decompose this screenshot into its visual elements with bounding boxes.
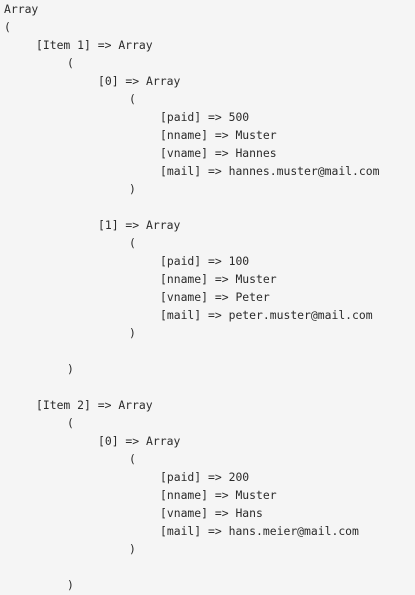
field-row: [mail] => hans.meier@mail.com <box>160 522 359 540</box>
arrow: => <box>208 128 236 142</box>
field-key: [paid] <box>160 110 202 124</box>
field-key: [nname] <box>160 128 209 142</box>
entry-open-paren: ( <box>129 236 136 250</box>
group-type: Array <box>118 398 153 412</box>
entry-type: Array <box>146 434 181 448</box>
field-row: [vname] => Hans <box>160 504 263 522</box>
root-open-paren: ( <box>4 20 11 34</box>
field-row: [nname] => Muster <box>160 486 277 504</box>
entry-open-paren: ( <box>129 92 136 106</box>
arrow: => <box>90 398 119 412</box>
arrow: => <box>201 524 229 538</box>
group-header-item-1: [Item 1] => Array <box>36 36 153 54</box>
field-key: [vname] <box>160 290 209 304</box>
group-key: [Item 1] <box>36 38 91 52</box>
group-key: [Item 2] <box>36 398 91 412</box>
field-value: Peter <box>235 290 270 304</box>
field-key: [paid] <box>160 470 202 484</box>
field-key: [paid] <box>160 254 202 268</box>
entry-header-0: [0] => Array <box>98 432 180 450</box>
arrow: => <box>201 308 229 322</box>
field-key: [nname] <box>160 488 209 502</box>
field-value: 100 <box>228 254 250 268</box>
arrow: => <box>201 254 229 268</box>
group-close-paren: ) <box>67 362 74 376</box>
field-value: 500 <box>228 110 250 124</box>
field-value: Muster <box>235 272 277 286</box>
field-key: [vname] <box>160 506 209 520</box>
field-value: Muster <box>235 488 277 502</box>
group-open-paren: ( <box>67 56 74 70</box>
entry-close-paren: ) <box>129 542 136 556</box>
field-value: Muster <box>235 128 277 142</box>
field-value: peter.muster@mail.com <box>228 308 373 322</box>
field-row: [paid] => 100 <box>160 252 249 270</box>
entry-key: [0] <box>98 434 119 448</box>
field-row: [mail] => peter.muster@mail.com <box>160 306 373 324</box>
field-row: [vname] => Hannes <box>160 144 277 162</box>
field-row: [paid] => 500 <box>160 108 249 126</box>
arrow: => <box>208 146 236 160</box>
arrow: => <box>208 488 236 502</box>
root-label: Array <box>4 2 39 16</box>
arrow: => <box>208 272 236 286</box>
field-key: [mail] <box>160 308 202 322</box>
entry-close-paren: ) <box>129 326 136 340</box>
field-key: [vname] <box>160 146 209 160</box>
group-open-paren: ( <box>67 416 74 430</box>
field-value: Hannes <box>235 146 277 160</box>
entry-key: [0] <box>98 74 119 88</box>
field-value: Hans <box>235 506 263 520</box>
field-row: [vname] => Peter <box>160 288 270 306</box>
field-key: [nname] <box>160 272 209 286</box>
entry-key: [1] <box>98 218 119 232</box>
field-row: [nname] => Muster <box>160 126 277 144</box>
field-row: [paid] => 200 <box>160 468 249 486</box>
entry-header-0: [0] => Array <box>98 72 180 90</box>
group-type: Array <box>118 38 153 52</box>
field-row: [nname] => Muster <box>160 270 277 288</box>
field-row: [mail] => hannes.muster@mail.com <box>160 162 379 180</box>
arrow: => <box>118 218 147 232</box>
field-value: hannes.muster@mail.com <box>228 164 380 178</box>
arrow: => <box>201 164 229 178</box>
field-key: [mail] <box>160 164 202 178</box>
entry-header-1: [1] => Array <box>98 216 180 234</box>
group-header-item-2: [Item 2] => Array <box>36 396 153 414</box>
field-value: 200 <box>228 470 250 484</box>
entry-type: Array <box>146 218 181 232</box>
arrow: => <box>90 38 119 52</box>
arrow: => <box>201 470 229 484</box>
entry-close-paren: ) <box>129 182 136 196</box>
arrow: => <box>208 506 236 520</box>
entry-type: Array <box>146 74 181 88</box>
arrow: => <box>118 434 147 448</box>
field-key: [mail] <box>160 524 202 538</box>
arrow: => <box>208 290 236 304</box>
field-value: hans.meier@mail.com <box>228 524 359 538</box>
arrow: => <box>118 74 147 88</box>
entry-open-paren: ( <box>129 452 136 466</box>
group-close-paren: ) <box>67 578 74 592</box>
arrow: => <box>201 110 229 124</box>
